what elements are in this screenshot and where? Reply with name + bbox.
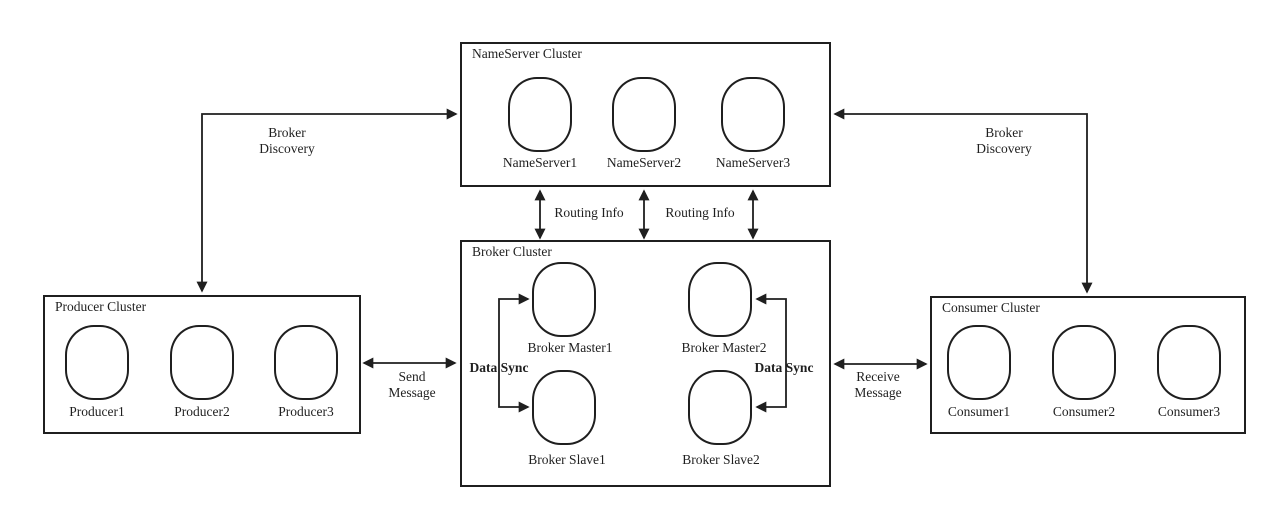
nameserver2-node [612, 77, 676, 152]
consumer3-label: Consumer3 [1157, 404, 1221, 419]
broker-master1-label: Broker Master1 [527, 340, 613, 355]
broker-discovery-left-label: Broker Discovery [259, 125, 315, 156]
broker-slave2-node [688, 370, 752, 445]
producer3-label: Producer3 [278, 404, 334, 419]
data-sync-left-label: Data Sync [469, 360, 529, 376]
consumer1-label: Consumer1 [947, 404, 1011, 419]
nameserver2-label: NameServer2 [606, 155, 682, 170]
broker-slave2-label: Broker Slave2 [682, 452, 760, 467]
broker-slave1-label: Broker Slave1 [528, 452, 606, 467]
producer-cluster-box: Producer Cluster [43, 295, 361, 434]
producer-cluster-title: Producer Cluster [55, 299, 147, 314]
producer1-label: Producer1 [69, 404, 125, 419]
broker-master2-label: Broker Master2 [681, 340, 767, 355]
nameserver-cluster-title: NameServer Cluster [472, 46, 582, 61]
broker-master1-node [532, 262, 596, 337]
producer2-label: Producer2 [174, 404, 230, 419]
nameserver-cluster-box: NameServer Cluster [460, 42, 831, 187]
data-sync-right-label: Data Sync [754, 360, 814, 376]
edge-broker-discovery-left [196, 108, 458, 293]
nameserver3-label: NameServer3 [715, 155, 791, 170]
nameserver1-label: NameServer1 [502, 155, 578, 170]
nameserver1-node [508, 77, 572, 152]
consumer1-node [947, 325, 1011, 400]
routing-info-left-label: Routing Info [554, 205, 624, 221]
producer3-node [274, 325, 338, 400]
consumer2-node [1052, 325, 1116, 400]
consumer-cluster-title: Consumer Cluster [942, 300, 1040, 315]
consumer3-node [1157, 325, 1221, 400]
edge-broker-discovery-right [833, 108, 1093, 294]
broker-slave1-node [532, 370, 596, 445]
routing-info-right-label: Routing Info [665, 205, 735, 221]
consumer2-label: Consumer2 [1052, 404, 1116, 419]
receive-message-label: Receive Message [854, 369, 902, 400]
producer1-node [65, 325, 129, 400]
broker-cluster-title: Broker Cluster [472, 244, 552, 259]
broker-master2-node [688, 262, 752, 337]
consumer-cluster-box: Consumer Cluster [930, 296, 1246, 434]
nameserver3-node [721, 77, 785, 152]
send-message-label: Send Message [388, 369, 436, 400]
broker-cluster-box: Broker Cluster [460, 240, 831, 487]
producer2-node [170, 325, 234, 400]
broker-discovery-right-label: Broker Discovery [976, 125, 1032, 156]
